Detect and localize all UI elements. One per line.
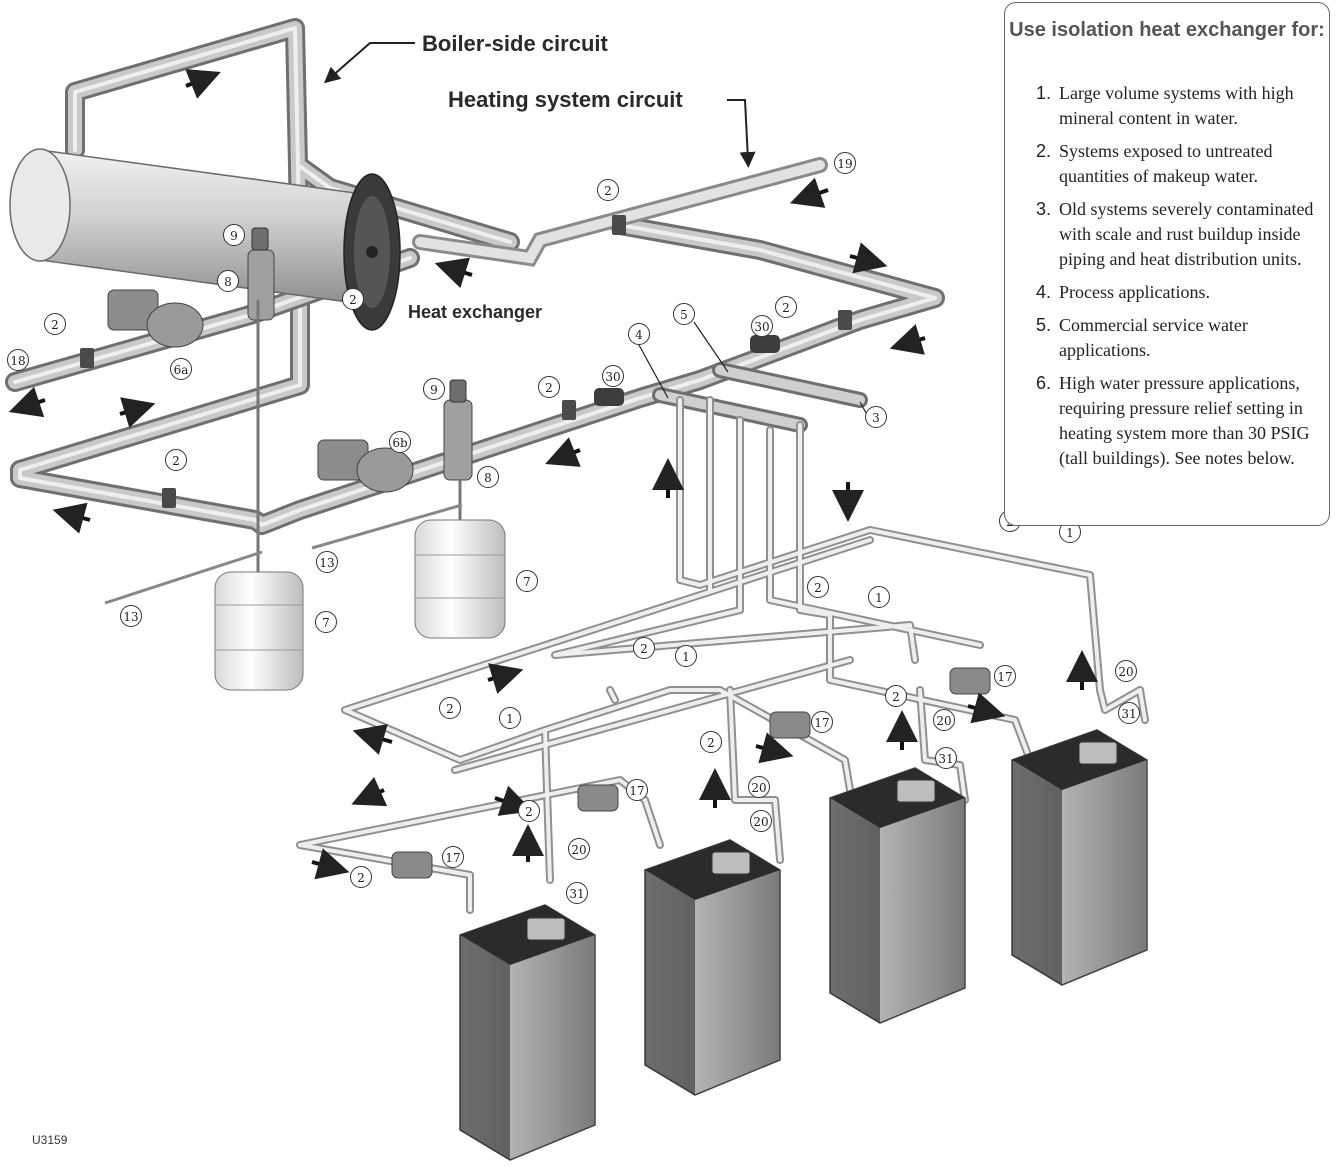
heat-exchanger-label: Heat exchanger — [408, 302, 543, 322]
callout-13: 13 — [316, 551, 338, 573]
note-item: 5. Commercial service water applications. — [1025, 313, 1325, 363]
circulator-pump-6b — [317, 439, 414, 493]
callout-2: 2 — [775, 296, 797, 318]
secondary-piping — [296, 396, 1149, 914]
callout-2: 2 — [885, 685, 907, 707]
callout-17: 17 — [811, 711, 833, 733]
isolation-heat-exchanger-note: Use isolation heat exchanger for: 1. Larg… — [1004, 2, 1330, 526]
boiler-circulators-17 — [391, 667, 991, 879]
note-item-text: Old systems severely contaminated with s… — [1059, 199, 1314, 269]
heating-system-piping — [412, 157, 828, 267]
callout-2: 2 — [342, 288, 364, 310]
callout-31: 31 — [935, 747, 957, 769]
circulator-pump-6a — [107, 289, 204, 348]
note-item-text: Commercial service water applications. — [1059, 315, 1248, 360]
boiler-2 — [644, 839, 781, 1096]
callout-8: 8 — [477, 466, 499, 488]
callout-2: 2 — [518, 800, 540, 822]
note-item: 3. Old systems severely contaminated with… — [1025, 197, 1325, 272]
label-leaders — [323, 42, 871, 421]
callout-17: 17 — [442, 846, 464, 868]
callout-1: 1 — [675, 645, 697, 667]
note-item: 6. High water pressure applications, requ… — [1025, 371, 1325, 471]
callout-2: 2 — [439, 697, 461, 719]
note-item-number: 3. — [1035, 199, 1051, 219]
callout-30: 30 — [751, 315, 773, 337]
note-item: 1. Large volume systems with high mineral… — [1025, 81, 1325, 131]
boiler-4 — [1011, 729, 1148, 986]
callout-31: 20 — [750, 810, 772, 832]
callout-17: 17 — [626, 779, 648, 801]
callout-3: 3 — [865, 406, 887, 428]
callout-7: 7 — [315, 611, 337, 633]
note-list: 1. Large volume systems with high mineral… — [1025, 81, 1325, 479]
callout-5: 5 — [673, 303, 695, 325]
figure-id-label: U3159 — [32, 1133, 68, 1147]
zone-valves-30 — [594, 335, 780, 406]
fill-lines-13 — [104, 503, 463, 605]
callout-2: 2 — [350, 866, 372, 888]
callout-20: 20 — [933, 709, 955, 731]
callout-2: 2 — [700, 731, 722, 753]
callout-20: 20 — [1115, 660, 1137, 682]
callout-20: 20 — [748, 776, 770, 798]
heating-system-circuit-label: Heating system circuit — [448, 87, 683, 112]
note-item-text: Large volume systems with high mineral c… — [1059, 83, 1294, 128]
expansion-tank-7a — [214, 300, 304, 691]
callout-31: 31 — [1118, 702, 1140, 724]
boiler-1 — [459, 904, 596, 1161]
note-item-text: Process applications. — [1059, 282, 1210, 302]
boiler-side-circuit-label: Boiler-side circuit — [422, 31, 608, 56]
flow-arrows — [8, 69, 1098, 880]
note-item-text: Systems exposed to untreated quantities … — [1059, 141, 1273, 186]
note-item: 2. Systems exposed to untreated quantitie… — [1025, 139, 1325, 189]
callout-31: 31 — [566, 882, 588, 904]
note-title: Use isolation heat exchanger for: — [1009, 19, 1325, 41]
callout-9: 9 — [223, 224, 245, 246]
callout-6b: 6b — [389, 431, 411, 453]
note-item-number: 4. — [1035, 282, 1051, 302]
boiler-3 — [829, 767, 966, 1024]
isolation-valves — [80, 215, 852, 508]
callout-30: 30 — [602, 365, 624, 387]
air-separator-8a — [247, 227, 275, 321]
callout-2: 2 — [165, 449, 187, 471]
callout-2: 2 — [633, 637, 655, 659]
callout-6a: 6a — [170, 358, 192, 380]
callout-13: 13 — [120, 605, 142, 627]
callout-20: 20 — [568, 838, 590, 860]
callout-2: 2 — [44, 313, 66, 335]
callout-2: 2 — [538, 376, 560, 398]
note-item-text: High water pressure applications, requir… — [1059, 373, 1310, 468]
note-item-number: 2. — [1035, 141, 1051, 161]
note-item-number: 5. — [1035, 315, 1051, 335]
callout-18: 18 — [7, 349, 29, 371]
callout-7: 7 — [516, 570, 538, 592]
callout-1: 1 — [868, 586, 890, 608]
callout-4: 4 — [628, 323, 650, 345]
heat-exchanger-tank — [9, 148, 401, 331]
air-separator-8b — [443, 379, 473, 481]
callout-8: 8 — [217, 270, 239, 292]
expansion-tank-7b — [414, 480, 506, 639]
callout-1: 1 — [499, 707, 521, 729]
callout-2: 2 — [597, 179, 619, 201]
callout-9: 9 — [423, 378, 445, 400]
callout-17: 17 — [994, 665, 1016, 687]
note-item: 4. Process applications. — [1025, 280, 1325, 305]
note-item-number: 6. — [1035, 373, 1051, 393]
callout-2: 2 — [807, 576, 829, 598]
callout-19: 19 — [834, 152, 856, 174]
note-item-number: 1. — [1035, 83, 1051, 103]
